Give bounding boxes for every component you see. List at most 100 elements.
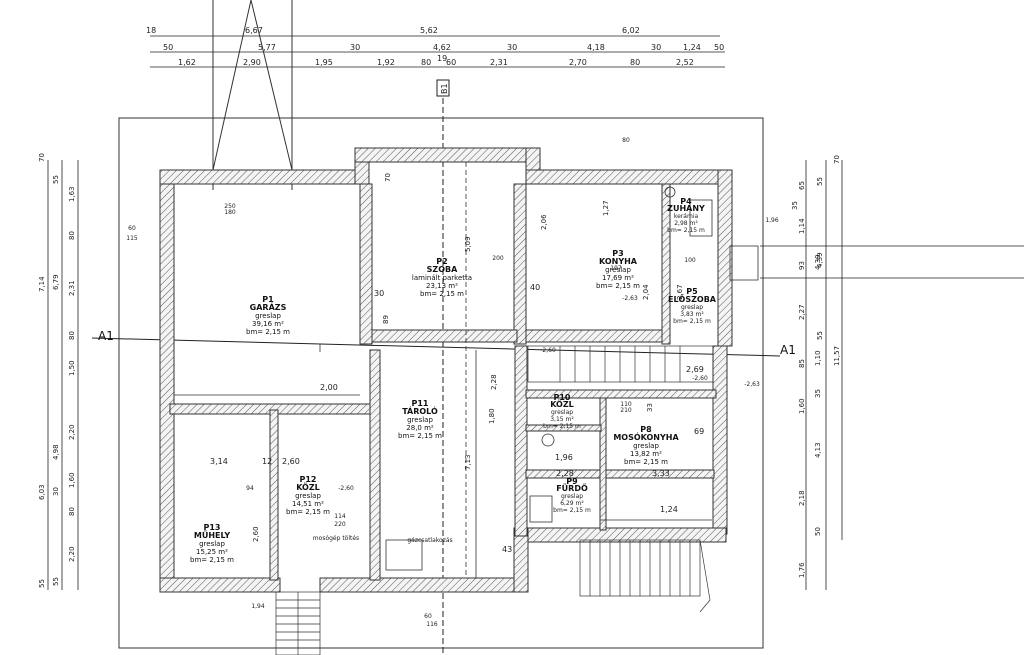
- svg-text:bm= 2,15 m: bm= 2,15 m: [246, 328, 290, 336]
- svg-text:GARÁZS: GARÁZS: [250, 301, 287, 312]
- dim-label: 50: [163, 43, 173, 52]
- dim-label: 2,31: [68, 280, 76, 296]
- svg-text:ELŐSZOBA: ELŐSZOBA: [668, 294, 717, 304]
- dim-label: 55: [52, 577, 60, 586]
- svg-text:KÖZL: KÖZL: [550, 399, 574, 409]
- right-dimension-outer: 70 65 35 1,14 4,39 93 2,27 11,57 85 1,10…: [791, 155, 841, 578]
- dim-label: 80: [68, 331, 76, 340]
- dim-label: 55: [816, 331, 824, 340]
- svg-text:bm= 2,15 m: bm= 2,15 m: [543, 423, 581, 430]
- svg-text:gázcsatlakozás: gázcsatlakozás: [407, 537, 452, 544]
- svg-text:30: 30: [374, 289, 384, 298]
- dim-label: 6,79: [52, 274, 60, 290]
- left-dimension-mid: 55 6,79 4,98 30 55: [52, 175, 60, 586]
- dim-label: 93: [798, 261, 806, 270]
- svg-text:115: 115: [126, 235, 138, 242]
- svg-text:23,13 m²: 23,13 m²: [426, 282, 458, 290]
- svg-text:greslap: greslap: [561, 493, 583, 500]
- dim-label: 1,50: [68, 360, 76, 376]
- svg-text:250: 250: [224, 203, 236, 210]
- dim-label: 18: [146, 26, 156, 35]
- dim-label: 30: [350, 43, 360, 52]
- dim-label: 70: [38, 153, 46, 162]
- interior-lines: [174, 162, 759, 578]
- svg-text:ZUHANY: ZUHANY: [667, 204, 705, 213]
- section-mark-a-right: A1: [780, 343, 796, 357]
- svg-text:2,60: 2,60: [252, 526, 260, 542]
- svg-text:197: 197: [610, 265, 622, 272]
- svg-text:bm= 2,15 m: bm= 2,15 m: [420, 290, 464, 298]
- svg-text:28,0 m²: 28,0 m²: [406, 424, 434, 432]
- svg-text:-2,60: -2,60: [692, 375, 708, 382]
- svg-text:greslap: greslap: [551, 409, 573, 416]
- dim-label: 35: [791, 201, 799, 210]
- dim-label: 35: [814, 389, 822, 398]
- inner-dimensions: 2,00 3,14 12 2,60 1,96 2,28 3,33 1,24 2,…: [210, 173, 704, 554]
- room-p5: P5 ELŐSZOBA greslap 3,83 m² bm= 2,15 m: [668, 287, 717, 325]
- dim-label: 2,18: [798, 490, 806, 506]
- svg-text:6,29 m²: 6,29 m²: [560, 500, 584, 507]
- svg-text:100: 100: [684, 257, 696, 264]
- svg-text:110: 110: [620, 401, 632, 408]
- svg-text:69: 69: [694, 427, 704, 436]
- dim-label: 1,76: [798, 562, 806, 578]
- svg-text:bm= 2,15 m: bm= 2,15 m: [286, 508, 330, 516]
- svg-text:mosógép töltés: mosógép töltés: [313, 535, 359, 542]
- svg-text:greslap: greslap: [681, 304, 703, 311]
- svg-text:1,80: 1,80: [488, 408, 496, 424]
- svg-text:bm= 2,15 m: bm= 2,15 m: [190, 556, 234, 564]
- svg-text:2,04: 2,04: [642, 284, 650, 300]
- dim-label: 80: [630, 58, 640, 67]
- svg-text:180: 180: [224, 209, 236, 216]
- svg-text:TÁROLÓ: TÁROLÓ: [402, 405, 438, 416]
- dim-label: 5,77: [258, 43, 276, 52]
- dim-label: 4,98: [52, 444, 60, 460]
- section-mark-a-left: A1: [98, 329, 114, 343]
- dim-label: 85: [798, 359, 806, 368]
- svg-text:80: 80: [622, 137, 630, 144]
- dim-label: 5,62: [420, 26, 438, 35]
- svg-text:3,15 m²: 3,15 m²: [550, 416, 574, 423]
- svg-text:greslap: greslap: [605, 266, 631, 274]
- svg-text:33: 33: [646, 403, 654, 412]
- svg-text:1,96: 1,96: [765, 217, 779, 224]
- svg-text:200: 200: [492, 255, 504, 262]
- room-p1: P1 GARÁZS greslap 39,16 m² bm= 2,15 m: [246, 295, 290, 336]
- svg-text:220: 220: [334, 521, 346, 528]
- room-p10: P10 KÖZL greslap 3,15 m² bm= 2,15 m: [543, 393, 581, 430]
- svg-text:MŰHELY: MŰHELY: [194, 530, 230, 540]
- svg-text:15,25 m²: 15,25 m²: [196, 548, 228, 556]
- svg-text:greslap: greslap: [255, 312, 281, 320]
- svg-text:2,69: 2,69: [686, 365, 704, 374]
- svg-text:P9: P9: [566, 477, 578, 486]
- svg-text:3,83 m²: 3,83 m²: [680, 311, 704, 318]
- dim-label: 4,18: [587, 43, 605, 52]
- svg-text:MOSÓKONYHA: MOSÓKONYHA: [613, 431, 679, 442]
- svg-text:60: 60: [424, 613, 432, 620]
- dim-label: 60: [446, 58, 456, 67]
- left-dimension-inner: 1,63 80 2,31 80 1,50 2,20 1,60 80 2,20: [68, 186, 76, 562]
- dim-label: 80: [68, 507, 76, 516]
- dim-label: 19: [437, 54, 447, 63]
- svg-text:14,51 m²: 14,51 m²: [292, 500, 324, 508]
- opening-labels: 60 115 80 200 100 197 114 220 110 210 60…: [126, 137, 696, 628]
- dim-label: 4,13: [814, 442, 822, 458]
- svg-text:bm= 2,15 m: bm= 2,15 m: [673, 318, 711, 325]
- dim-label: 65: [798, 181, 806, 190]
- dim-label: 30: [507, 43, 517, 52]
- svg-text:-2,63: -2,63: [744, 381, 760, 388]
- dim-label: 1,24: [683, 43, 701, 52]
- dim-label: 2,70: [569, 58, 587, 67]
- stairs-hallway: [527, 345, 714, 383]
- svg-text:43: 43: [502, 545, 512, 554]
- dim-label: 1,10: [814, 350, 822, 366]
- svg-text:P5: P5: [686, 287, 698, 296]
- svg-text:-2,60: -2,60: [540, 347, 556, 354]
- svg-text:2,98 m²: 2,98 m²: [674, 220, 698, 227]
- dim-label: 50: [814, 527, 822, 536]
- svg-text:3,33: 3,33: [652, 469, 670, 478]
- svg-text:2,60: 2,60: [282, 457, 300, 466]
- svg-text:2,28: 2,28: [556, 469, 574, 478]
- svg-text:-2,63: -2,63: [622, 295, 638, 302]
- room-p11: P11 TÁROLÓ greslap 28,0 m² bm= 2,15 m: [398, 399, 442, 440]
